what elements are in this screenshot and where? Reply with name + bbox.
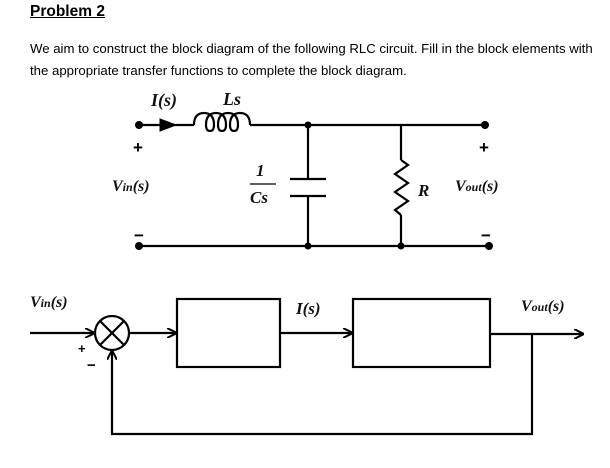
current-arrow-icon bbox=[159, 118, 178, 132]
node-resistor-bottom bbox=[397, 242, 405, 250]
node-capacitor-bottom bbox=[304, 242, 312, 250]
output-minus-sign: − bbox=[481, 226, 491, 245]
problem-description: We aim to construct the block diagram of… bbox=[30, 41, 593, 78]
rlc-circuit bbox=[139, 111, 489, 248]
output-terminal-top bbox=[481, 121, 489, 129]
input-terminal-bottom bbox=[135, 242, 143, 250]
problem-title: Problem 2 bbox=[30, 3, 105, 20]
block-output-label: Vout(s) bbox=[521, 298, 565, 315]
circuit-output-voltage-label: Vout(s) bbox=[455, 178, 499, 195]
input-plus-sign: + bbox=[133, 138, 143, 157]
circuit-input-voltage-label: Vin(s) bbox=[112, 178, 150, 195]
summing-junction[interactable] bbox=[93, 314, 131, 352]
input-minus-sign: − bbox=[134, 226, 144, 245]
block-2-input-box[interactable] bbox=[351, 297, 492, 369]
feedback-path bbox=[112, 334, 534, 436]
resistor-label: R bbox=[417, 181, 429, 200]
output-plus-sign: + bbox=[479, 138, 489, 157]
node-capacitor-top bbox=[304, 121, 312, 129]
resistor bbox=[393, 159, 410, 216]
output-terminal-bottom bbox=[485, 242, 493, 250]
block-1-input-box[interactable] bbox=[175, 297, 282, 369]
block-input-label: Vin(s) bbox=[30, 294, 68, 311]
input-terminal-top bbox=[135, 121, 143, 129]
capacitor-label-denominator: Cs bbox=[250, 188, 268, 207]
capacitor-label-numerator: 1 bbox=[256, 161, 265, 180]
inductor bbox=[192, 111, 252, 133]
inductor-label: Ls bbox=[222, 89, 241, 109]
block-diagram bbox=[30, 297, 583, 436]
sum-plus-sign: + bbox=[78, 341, 86, 356]
block-intermediate-label: I(s) bbox=[295, 299, 321, 318]
current-label: I(s) bbox=[150, 90, 177, 111]
sum-minus-sign: − bbox=[87, 357, 96, 374]
